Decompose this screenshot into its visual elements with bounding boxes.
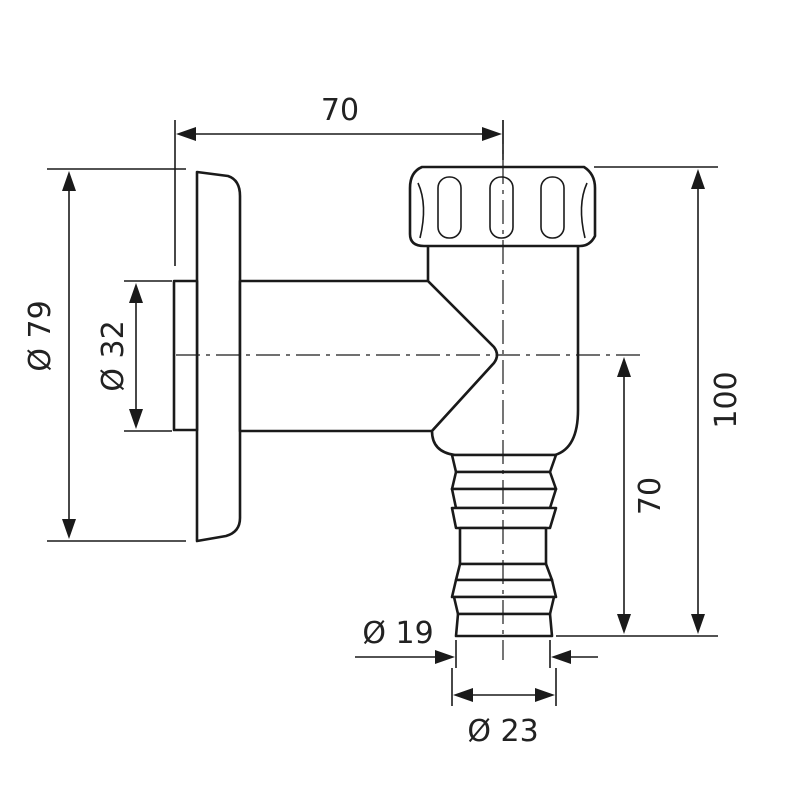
- dimension-total-height: [556, 166, 718, 637]
- label-flange-diameter: Ø 79: [23, 300, 58, 371]
- label-total-height: 100: [709, 371, 744, 428]
- label-spout-length: 70: [321, 93, 359, 128]
- cap-grip-slots: [417, 176, 588, 239]
- dimension-hose-outer: [451, 668, 557, 706]
- dimension-spout-length: [174, 120, 504, 266]
- dimension-hose-inner: [355, 640, 598, 668]
- hose-barb: [450, 453, 558, 638]
- dimension-pipe-diameter: [124, 280, 172, 432]
- label-outlet-height: 70: [633, 477, 668, 515]
- label-pipe-diameter: Ø 32: [96, 320, 131, 391]
- dimension-flange-diameter: [47, 168, 186, 542]
- label-hose-inner: Ø 19: [362, 616, 433, 651]
- wall-flange: [195, 170, 242, 543]
- label-hose-outer: Ø 23: [467, 714, 538, 749]
- dimension-outlet-height: [617, 357, 631, 634]
- valve-body: [426, 242, 580, 457]
